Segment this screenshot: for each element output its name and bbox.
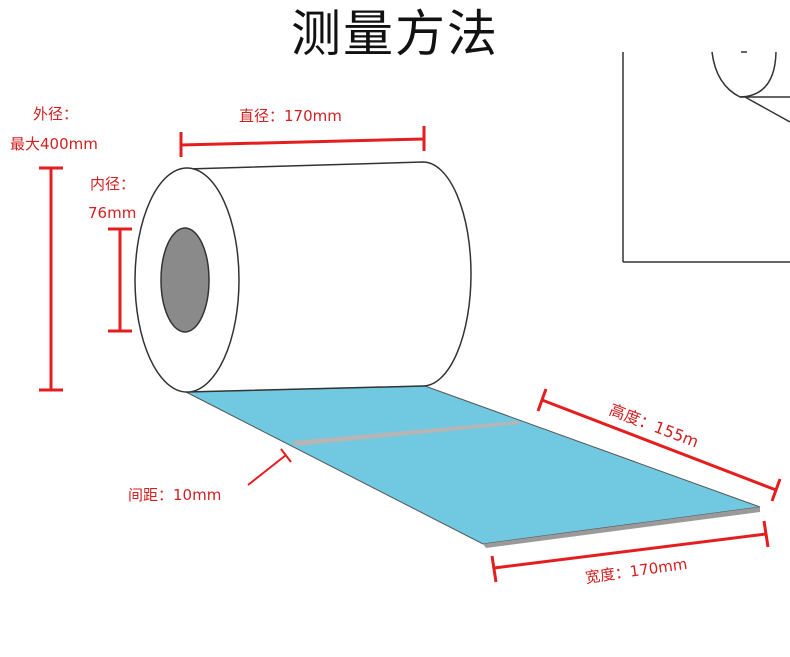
outer-diameter-dimension bbox=[39, 166, 63, 392]
outer-diameter-label: 外径： bbox=[33, 105, 78, 123]
label-strip bbox=[185, 385, 761, 548]
width-label: 宽度：170mm bbox=[584, 555, 688, 587]
page-title: 测量方法 bbox=[291, 5, 499, 63]
gap-dimension bbox=[247, 448, 292, 486]
inset-sketch bbox=[622, 51, 790, 263]
inner-diameter-label: 内径： bbox=[90, 175, 135, 193]
gap-label: 间距：10mm bbox=[128, 486, 221, 504]
label-roll bbox=[134, 161, 472, 393]
width-dimension bbox=[490, 520, 770, 583]
label-gap bbox=[292, 421, 521, 446]
dimension-lines bbox=[39, 126, 782, 583]
roll-diameter-label: 直径：170mm bbox=[239, 107, 342, 125]
height-dimension bbox=[536, 388, 782, 502]
inner-diameter-dimension bbox=[108, 227, 132, 333]
core-hole bbox=[160, 227, 210, 333]
outer-diameter-value: 最大400mm bbox=[10, 135, 98, 153]
roll-diameter-dimension bbox=[179, 126, 426, 157]
inner-diameter-value: 76mm bbox=[88, 204, 136, 222]
liner-edge bbox=[483, 507, 760, 548]
